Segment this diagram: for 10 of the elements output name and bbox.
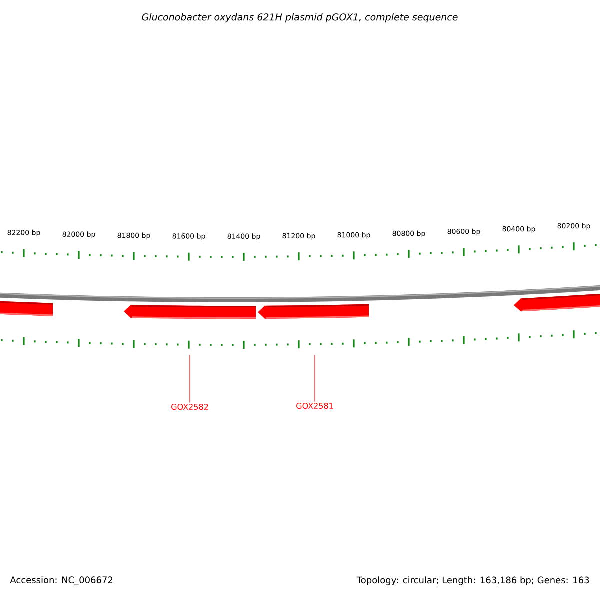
summary-text: Topology: circular; Length: 163,186 bp; Genes: 163	[356, 576, 590, 586]
gene-arrow	[514, 294, 600, 312]
title: Gluconobacter oxydans 621H plasmid pGOX1, complete sequence	[142, 13, 458, 23]
gene-label: GOX2582	[172, 404, 208, 410]
gene-arrow	[0, 301, 54, 316]
gene-label: GOX2581	[296, 402, 334, 410]
gene-arrow	[258, 304, 370, 319]
gene-arrow	[124, 305, 256, 319]
accession-text: Accession: NC_006672	[10, 576, 113, 586]
leader-line	[314, 354, 316, 402]
